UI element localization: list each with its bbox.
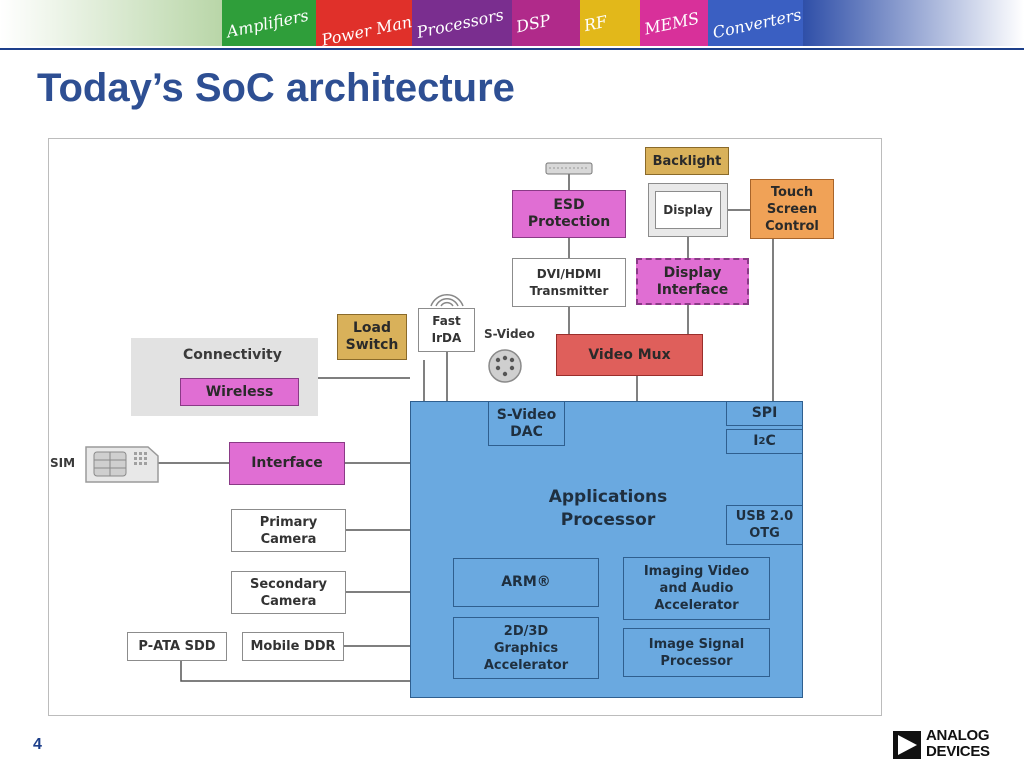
banner-tile-label: DSP [514, 10, 553, 37]
dvi-hdmi-transmitter-box: DVI/HDMI Transmitter [512, 258, 626, 307]
slide-title: Today’s SoC architecture [37, 66, 515, 110]
arm-box: ARM® [453, 558, 599, 607]
banner-tile: Converters [708, 0, 803, 46]
banner-tile: Processors [412, 0, 512, 46]
mobile-ddr-box: Mobile DDR [242, 632, 344, 661]
esd-protection-box: ESD Protection [512, 190, 626, 238]
s-video-dac-box: S-Video DAC [488, 401, 565, 446]
banner-tile-label: RF [582, 11, 609, 36]
banner-tile: Amplifiers [222, 0, 316, 46]
analog-devices-logo: ANALOG DEVICES [893, 728, 1005, 762]
pata-sdd-box: P-ATA SDD [127, 632, 227, 661]
spi-box: SPI [726, 401, 803, 426]
interface-box: Interface [229, 442, 345, 485]
banner-tile: MEMS [640, 0, 708, 46]
secondary-camera-box: Secondary Camera [231, 571, 346, 614]
load-switch-box: Load Switch [337, 314, 407, 360]
banner-tile-label: Amplifiers [224, 5, 311, 42]
imaging-video-audio-box: Imaging Video and Audio Accelerator [623, 557, 770, 620]
s-video-label: S-Video [484, 327, 535, 341]
video-mux-box: Video Mux [556, 334, 703, 376]
i2c-label-i: I [753, 433, 759, 449]
display-box: Display [648, 183, 728, 237]
display-screen: Display [655, 191, 721, 229]
i2c-label-c: C [765, 433, 776, 449]
banner-rule [0, 48, 1024, 50]
fast-irda-box: Fast IrDA [418, 308, 475, 352]
display-interface-box: Display Interface [636, 258, 749, 305]
banner-fade-right [803, 0, 1024, 46]
banner-tile-label: Processors [414, 5, 506, 42]
banner-tile: RF [580, 0, 640, 46]
image-signal-processor-box: Image Signal Processor [623, 628, 770, 677]
banner-tile-label: Power Management [319, 0, 412, 46]
logo-text: ANALOG DEVICES [926, 727, 990, 760]
banner-tile-label: Converters [711, 4, 803, 43]
graphics-accelerator-box: 2D/3D Graphics Accelerator [453, 617, 599, 679]
connectivity-label: Connectivity [183, 347, 282, 363]
banner-tile: Power Management [316, 0, 412, 46]
primary-camera-box: Primary Camera [231, 509, 346, 552]
applications-processor-label: Applications Processor [548, 487, 668, 530]
touch-screen-control-box: Touch Screen Control [750, 179, 834, 239]
usb-otg-box: USB 2.0 OTG [726, 505, 803, 545]
logo-triangle-icon [893, 731, 921, 759]
wireless-box: Wireless [180, 378, 299, 406]
banner-fade-left [0, 0, 222, 46]
banner-tile: DSP [512, 0, 580, 46]
banner-tile-label: MEMS [642, 8, 701, 39]
backlight-box: Backlight [645, 147, 729, 175]
sim-label: SIM [50, 456, 76, 470]
page-number: 4 [33, 736, 42, 753]
